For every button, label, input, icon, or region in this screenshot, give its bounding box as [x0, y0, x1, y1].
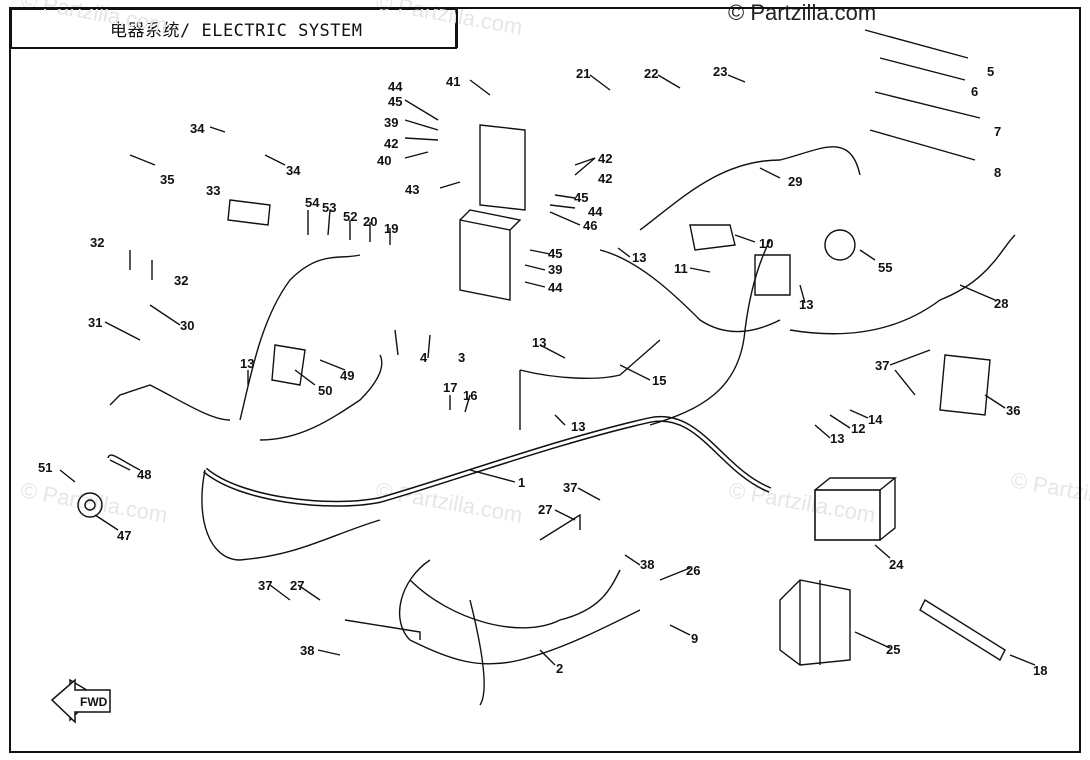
callout-label: 23 [713, 64, 727, 79]
callout-label: 42 [384, 136, 398, 151]
callout-label: 37 [563, 480, 577, 495]
callout-label: 7 [994, 124, 1001, 139]
callout-label: 31 [88, 315, 102, 330]
callout-label: 13 [830, 431, 844, 446]
callout-label: 43 [405, 182, 419, 197]
callout-label: 24 [889, 557, 904, 572]
callout-label: 39 [548, 262, 562, 277]
callout-label: 2 [556, 661, 563, 676]
callout-label: 4 [420, 350, 428, 365]
callout-label: 19 [384, 221, 398, 236]
callout-label: 27 [538, 502, 552, 517]
callout-label: 11 [674, 261, 688, 276]
callout-label: 50 [318, 383, 332, 398]
callout-label: 44 [588, 204, 603, 219]
callout-label: 45 [574, 190, 588, 205]
callout-label: 55 [878, 260, 892, 275]
callout-label: 32 [90, 235, 104, 250]
fwd-arrow: FWD [50, 678, 111, 724]
extra-callout-labels: 13 13 13 13 13 32 34 37 37 27 38 45 39 4… [174, 136, 844, 658]
callout-label: 17 [443, 380, 457, 395]
callout-label: 25 [886, 642, 900, 657]
callout-label: 38 [300, 643, 314, 658]
callout-label: 39 [384, 115, 398, 130]
callout-label: 13 [532, 335, 546, 350]
callout-label: 29 [788, 174, 802, 189]
callout-label: 53 [322, 200, 336, 215]
callout-label: 46 [583, 218, 597, 233]
callout-label: 9 [691, 631, 698, 646]
callout-label: 41 [446, 74, 460, 89]
callout-label: 1 [518, 475, 525, 490]
copyright-text: © Partzilla.com [728, 0, 877, 25]
callout-label: 38 [640, 557, 654, 572]
callout-label: 33 [206, 183, 220, 198]
callout-label: 3 [458, 350, 465, 365]
callout-label: 44 [388, 79, 403, 94]
callout-label: 26 [686, 563, 700, 578]
callout-label: 27 [290, 578, 304, 593]
callout-label: 14 [868, 412, 883, 427]
callout-label: 13 [799, 297, 813, 312]
callout-label: 21 [576, 66, 590, 81]
callout-label: 52 [343, 209, 357, 224]
callout-label: 35 [160, 172, 174, 187]
callout-label: 22 [644, 66, 658, 81]
callout-labels: 1 2 3 4 5 6 7 8 9 10 11 12 13 14 15 16 1… [38, 64, 1047, 678]
callout-label: 47 [117, 528, 131, 543]
callout-label: 51 [38, 460, 52, 475]
callout-label: 44 [548, 280, 563, 295]
callout-label: 15 [652, 373, 666, 388]
callout-label: 32 [174, 273, 188, 288]
callout-label: 34 [286, 163, 301, 178]
callout-label: 13 [240, 356, 254, 371]
callout-label: 49 [340, 368, 354, 383]
callout-label: 6 [971, 84, 978, 99]
callout-label: 8 [994, 165, 1001, 180]
callout-label: 45 [388, 94, 402, 109]
callout-label: 20 [363, 214, 377, 229]
callout-label: 54 [305, 195, 320, 210]
callout-label: 36 [1006, 403, 1020, 418]
callout-label: 5 [987, 64, 994, 79]
callout-label: 37 [875, 358, 889, 373]
callout-label: 13 [632, 250, 646, 265]
callout-label: 10 [759, 236, 773, 251]
callout-label: 48 [137, 467, 151, 482]
callout-label: 42 [598, 151, 612, 166]
fwd-label: FWD [80, 695, 108, 709]
callout-label: 34 [190, 121, 205, 136]
callout-label: 42 [598, 171, 612, 186]
callout-label: 28 [994, 296, 1008, 311]
callout-label: 45 [548, 246, 562, 261]
callout-label: 40 [377, 153, 391, 168]
callout-label: 18 [1033, 663, 1047, 678]
callout-label: 30 [180, 318, 194, 333]
callout-label: 12 [851, 421, 865, 436]
callout-label: 16 [463, 388, 477, 403]
callout-label: 13 [571, 419, 585, 434]
callout-label: 37 [258, 578, 272, 593]
page-title: 电器系统/ ELECTRIC SYSTEM [110, 21, 363, 41]
